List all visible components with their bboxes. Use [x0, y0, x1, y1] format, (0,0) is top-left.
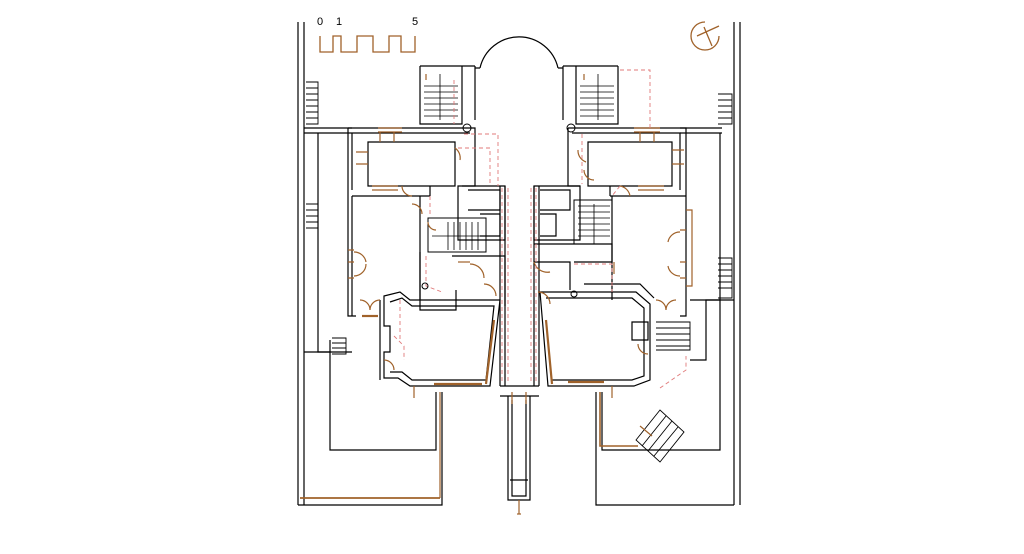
north-arrow-icon [690, 21, 720, 51]
scale-tick-0: 0 [317, 16, 324, 28]
walls [297, 22, 741, 506]
scale-tick-1: 1 [336, 16, 343, 28]
scale-bar [319, 35, 416, 53]
fixture-markers [421, 123, 578, 298]
scale-tick-5: 5 [412, 16, 419, 28]
doors-and-windows [300, 74, 693, 515]
service-lines [393, 69, 687, 389]
